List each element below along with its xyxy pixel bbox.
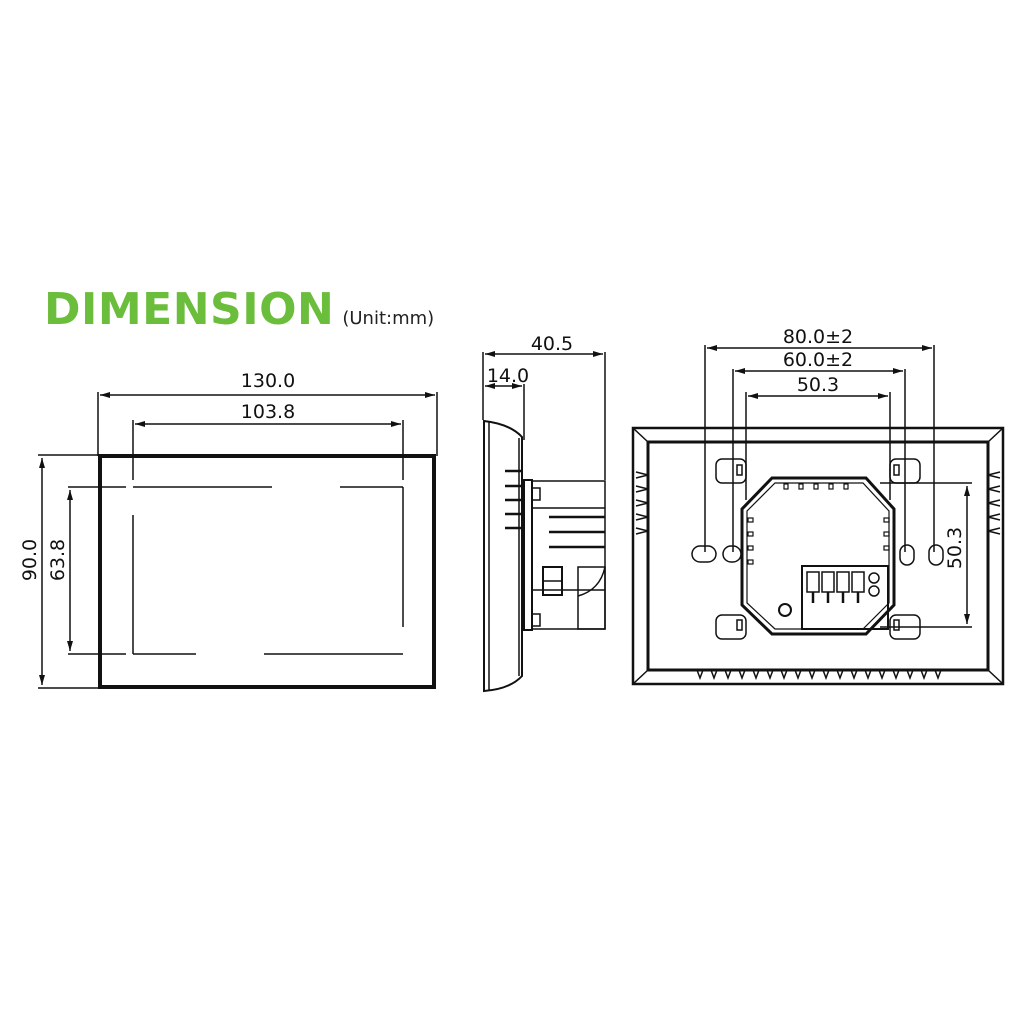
bottom-vents (696, 669, 942, 681)
dim-box-height: 50.3 (944, 527, 966, 569)
side-bezel (483, 419, 523, 693)
front-view (38, 392, 438, 689)
screw-hole (691, 545, 717, 563)
dim-box-width: 50.3 (797, 374, 839, 396)
title-block: DIMENSION (Unit:mm) (44, 284, 434, 335)
front-outer-frame (98, 454, 436, 689)
dim-depth-front: 14.0 (487, 365, 529, 387)
dim-hole-outer: 80.0±2 (783, 326, 853, 348)
side-view (482, 351, 606, 693)
page-title: DIMENSION (44, 284, 335, 335)
unit-label: (Unit:mm) (342, 308, 435, 329)
dim-height-screen: 63.8 (47, 539, 69, 581)
dim-width-outer: 130.0 (241, 370, 295, 392)
screw-hole (899, 544, 915, 566)
screw-hole (928, 544, 944, 566)
terminal-block (801, 565, 889, 630)
back-view (631, 345, 1005, 686)
dim-hole-inner: 60.0±2 (783, 349, 853, 371)
dim-depth-total: 40.5 (531, 333, 573, 355)
back-outer-frame (631, 426, 1005, 686)
screw-hole (722, 545, 742, 563)
dim-height-outer: 90.0 (19, 539, 41, 581)
dim-width-screen: 103.8 (241, 401, 295, 423)
back-box (740, 476, 896, 636)
